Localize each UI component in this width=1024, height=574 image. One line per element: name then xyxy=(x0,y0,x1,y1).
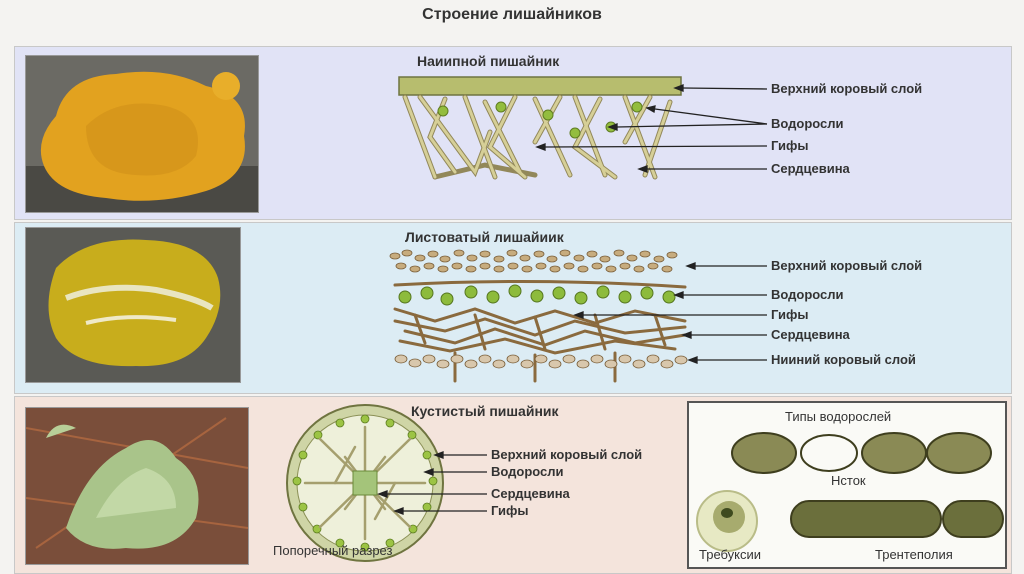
foliose-label-lower-cortex: Нииний коровый слой xyxy=(771,352,916,367)
page-title: Строение лишайников xyxy=(0,6,1024,24)
foliose-label-upper-cortex: Верхний коровый слой xyxy=(771,258,922,273)
fruticose-label-hyphae: Гифы xyxy=(491,503,529,518)
foliose-label-algae: Водоросли xyxy=(771,287,844,302)
crustose-label-algae: Водоросли xyxy=(771,116,844,131)
crustose-label-upper-cortex: Верхний коровый слой xyxy=(771,81,922,96)
foliose-lichen-panel: Листоватый лишайиик xyxy=(14,222,1012,394)
fruticose-label-medulla: Сердцевина xyxy=(491,486,570,501)
foliose-label-hyphae: Гифы xyxy=(771,307,809,322)
crustose-diagram xyxy=(15,47,1011,219)
fruticose-label-upper-cortex: Верхний коровый слой xyxy=(491,447,642,462)
algae-type-nostoc: Нсток xyxy=(831,473,866,488)
fruticose-label-algae: Водоросли xyxy=(491,464,564,479)
fruticose-lichen-panel: Кустистый пишайник Верхний коровый слой xyxy=(14,396,1012,574)
crustose-label-hyphae: Гифы xyxy=(771,138,809,153)
foliose-label-medulla: Сердцевина xyxy=(771,327,850,342)
crustose-lichen-panel: Наиипной пишайник xyxy=(14,46,1012,220)
algae-type-trentepohlia: Трентеполия xyxy=(875,547,953,562)
foliose-diagram xyxy=(15,223,1011,393)
cross-section-caption: Попоречный разрез xyxy=(273,543,392,558)
crustose-label-medulla: Сердцевина xyxy=(771,161,850,176)
algae-types-inset: Типы водорослей Нсток Требуксии Трентепо… xyxy=(687,401,1007,569)
algae-type-trebouxia: Требуксии xyxy=(699,547,761,562)
